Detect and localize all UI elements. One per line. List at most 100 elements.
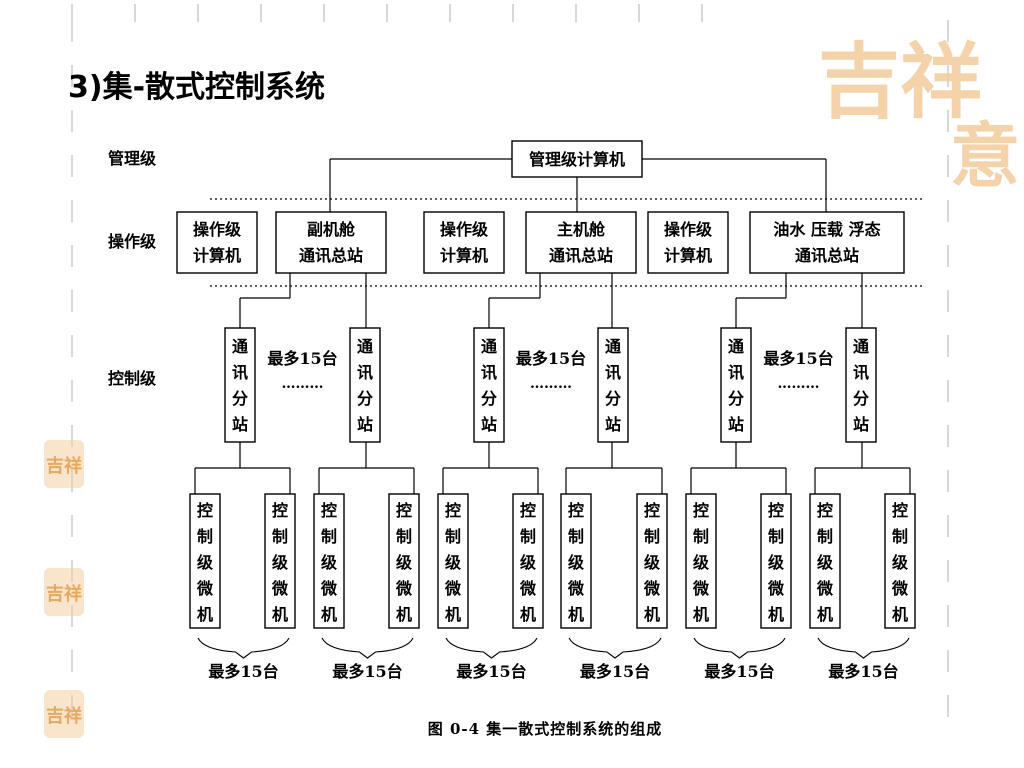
substation-count-label: 最多15台 <box>516 349 586 368</box>
box-control-microcomputer <box>685 493 717 629</box>
group-brace <box>321 637 414 659</box>
box-control-microcomputer-label: 机 <box>568 605 584 624</box>
box-control-microcomputer-label: 级 <box>272 553 289 572</box>
box-control-microcomputer-label: 级 <box>396 553 413 572</box>
box-control-microcomputer-label: 级 <box>197 553 214 572</box>
box-comm-substation-label: 站 <box>481 415 497 434</box>
box-comm-substation <box>845 327 877 443</box>
box-control-microcomputer-label: 制 <box>272 527 288 546</box>
microcomputer-count-label: 最多15台 <box>704 662 774 681</box>
box-control-microcomputer <box>388 493 420 629</box>
microcomputer-count-label: 最多15台 <box>208 662 278 681</box>
seal-watermark-small <box>44 568 84 616</box>
box-comm-substation-label: 站 <box>728 415 744 434</box>
box-control-microcomputer-label: 微 <box>816 579 834 598</box>
box-comm-substation-label: 讯 <box>728 363 744 382</box>
box-control-microcomputer-label: 控 <box>568 501 584 520</box>
box-comm-substation-label: 通 <box>728 337 744 356</box>
box-control-microcomputer-label: 控 <box>693 501 709 520</box>
box-comm-substation-label: 分 <box>605 389 621 408</box>
box-control-microcomputer-label: 微 <box>395 579 413 598</box>
box-control-microcomputer-label: 级 <box>693 553 710 572</box>
box-control-microcomputer <box>760 493 792 629</box>
box-comm-main-station-label: 主机舱 <box>557 220 606 239</box>
box-control-microcomputer <box>512 493 544 629</box>
page-title: 3)集-散式控制系统 <box>68 70 326 105</box>
box-operation-computer <box>176 211 258 274</box>
box-control-microcomputer <box>884 493 916 629</box>
box-comm-main-station <box>749 211 905 274</box>
group-brace <box>693 637 786 659</box>
box-comm-main-station <box>275 211 387 274</box>
box-control-microcomputer-label: 机 <box>644 605 660 624</box>
box-control-microcomputer-label: 机 <box>817 605 833 624</box>
box-control-microcomputer-label: 控 <box>197 501 213 520</box>
microcomputer-count-label: 最多15台 <box>580 662 650 681</box>
box-comm-main-station-label: 通讯总站 <box>299 246 363 265</box>
box-control-microcomputer-label: 控 <box>396 501 412 520</box>
box-control-microcomputer-label: 机 <box>892 605 908 624</box>
box-control-microcomputer-label: 级 <box>321 553 338 572</box>
box-operation-computer-label: 计算机 <box>440 246 488 265</box>
substation-count-label: 最多15台 <box>267 349 337 368</box>
box-control-microcomputer-label: 机 <box>272 605 288 624</box>
box-control-microcomputer-label: 控 <box>644 501 660 520</box>
box-control-microcomputer-label: 制 <box>568 527 584 546</box>
box-control-microcomputer <box>636 493 668 629</box>
box-control-microcomputer-label: 控 <box>768 501 784 520</box>
seal-watermark-small-text: 吉祥 <box>46 455 82 477</box>
box-control-microcomputer-label: 微 <box>643 579 661 598</box>
box-control-microcomputer-label: 级 <box>568 553 585 572</box>
box-control-microcomputer <box>189 493 221 629</box>
box-control-microcomputer <box>313 493 345 629</box>
box-control-microcomputer-label: 制 <box>817 527 833 546</box>
box-control-microcomputer-label: 控 <box>321 501 337 520</box>
box-comm-substation-label: 讯 <box>232 363 248 382</box>
box-control-microcomputer-label: 微 <box>444 579 462 598</box>
box-comm-substation-label: 讯 <box>853 363 869 382</box>
level-label-operation: 操作级 <box>108 232 157 251</box>
box-comm-substation-label: 通 <box>232 337 248 356</box>
box-control-microcomputer-label: 微 <box>692 579 710 598</box>
box-comm-substation-label: 分 <box>481 389 497 408</box>
box-comm-main-station <box>525 211 637 274</box>
box-comm-substation-label: 通 <box>605 337 621 356</box>
box-comm-substation-label: 站 <box>605 415 621 434</box>
box-control-microcomputer <box>264 493 296 629</box>
box-control-microcomputer-label: 级 <box>644 553 661 572</box>
level-label-control: 控制级 <box>108 369 157 388</box>
substation-ellipsis: ……… <box>282 376 324 392</box>
box-control-microcomputer-label: 控 <box>272 501 288 520</box>
box-control-microcomputer-label: 控 <box>445 501 461 520</box>
box-comm-substation-label: 讯 <box>605 363 621 382</box>
box-control-microcomputer-label: 制 <box>445 527 461 546</box>
seal-watermark-large: 意 <box>950 114 1020 197</box>
box-control-microcomputer-label: 微 <box>271 579 289 598</box>
box-comm-substation-label: 分 <box>853 389 869 408</box>
box-comm-substation-label: 分 <box>232 389 248 408</box>
box-operation-computer-label: 操作级 <box>664 220 713 239</box>
box-control-microcomputer-label: 微 <box>767 579 785 598</box>
box-comm-substation-label: 站 <box>853 415 869 434</box>
box-control-microcomputer <box>809 493 841 629</box>
box-comm-main-station-label: 副机舱 <box>307 220 356 239</box>
box-control-microcomputer-label: 微 <box>196 579 214 598</box>
box-control-microcomputer-label: 控 <box>892 501 908 520</box>
seal-watermark-small-text: 吉祥 <box>46 705 82 727</box>
box-control-microcomputer-label: 制 <box>768 527 784 546</box>
box-operation-computer-label: 操作级 <box>440 220 489 239</box>
box-control-microcomputer-label: 制 <box>396 527 412 546</box>
figure-caption-text: 图 0-4 集一散式控制系统的组成 <box>427 720 663 738</box>
box-control-microcomputer-label: 微 <box>891 579 909 598</box>
box-control-microcomputer-label: 机 <box>396 605 412 624</box>
group-brace <box>445 637 538 659</box>
box-comm-substation-label: 通 <box>481 337 497 356</box>
box-comm-substation <box>349 327 381 443</box>
box-comm-main-station-label: 通讯总站 <box>795 246 859 265</box>
box-control-microcomputer <box>560 493 592 629</box>
microcomputer-count-label: 最多15台 <box>828 662 898 681</box>
box-comm-substation <box>597 327 629 443</box>
box-control-microcomputer-label: 机 <box>520 605 536 624</box>
box-control-microcomputer-label: 微 <box>567 579 585 598</box>
